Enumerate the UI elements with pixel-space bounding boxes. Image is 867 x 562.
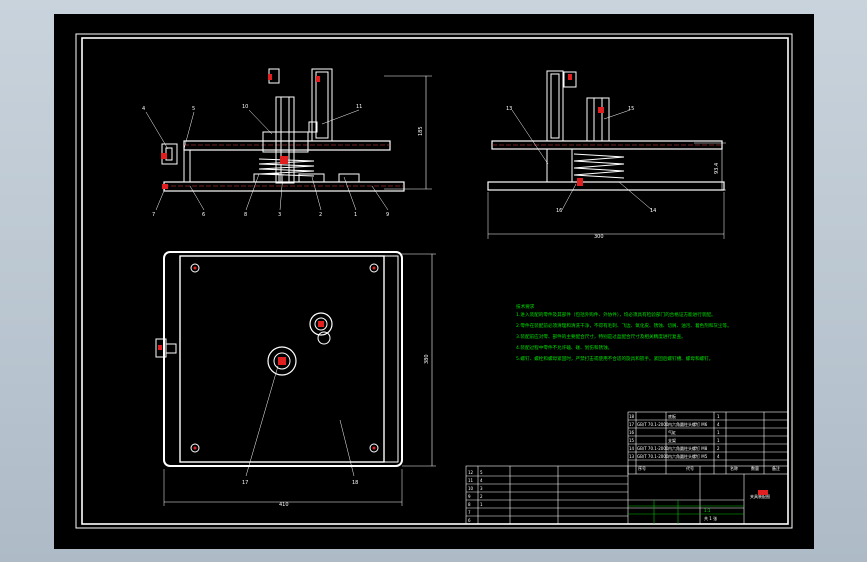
title-block-green	[628, 500, 744, 524]
part-label: 16	[556, 208, 562, 214]
bom-no: 17	[629, 422, 635, 427]
part-label: 2	[319, 212, 322, 218]
cad-drawing: 4 5 10 11 7 6 8 3 2 1 9 185	[75, 33, 793, 529]
title-block-title: 夹具装配图	[750, 493, 770, 499]
bom-header-qty: 数量	[751, 465, 759, 471]
part-label: 4	[142, 106, 145, 112]
lower-row-no: 12	[468, 470, 474, 475]
lower-row-no: 2	[480, 494, 483, 499]
dim-side-height: 93.4	[714, 163, 720, 174]
bom-code: GB/T 70.1-2000	[637, 446, 669, 451]
bom-code: GB/T 70.1-2000	[637, 454, 669, 459]
top-view-labels: 17 18 410 380	[242, 354, 430, 508]
lower-row-no: 9	[468, 494, 471, 499]
bom-no: 16	[629, 430, 635, 435]
bom-name: 内六角圆柱头螺钉 M5	[668, 453, 708, 459]
lower-row-no: 4	[480, 478, 483, 483]
bom-qty: 2	[717, 446, 720, 451]
dim-top-height: 380	[424, 354, 430, 364]
lower-row-no: 8	[468, 502, 471, 507]
title-block-text: 12 11 10 9 8 7 6 5 4 3 2 1 1:1 共 1 张 夹具装…	[468, 470, 770, 523]
note-line: 2.零件在装配前必须清理和清洗干净，不得有毛刺、飞边、氧化皮、锈蚀、切屑、油污、…	[516, 322, 732, 329]
note-line: 1.进入装配的零件及其部件（包括外购件、外协件），均必须具有检验部门的合格证方能…	[516, 311, 716, 318]
bom-name: 内六角圆柱头螺钉 M8	[668, 445, 708, 451]
lower-row-no: 6	[468, 518, 471, 523]
bom-name: 底板	[668, 413, 676, 419]
lower-row-no: 3	[480, 486, 483, 491]
note-line: 3.装配前应对零、部件的主要配合尺寸，特别是过盈配合尺寸及相关精度进行复查。	[516, 333, 686, 340]
bom-qty: 4	[717, 454, 720, 459]
bom-header-note: 备注	[772, 465, 780, 471]
bom-table	[627, 411, 789, 475]
side-view	[487, 70, 726, 239]
part-label: 7	[152, 212, 155, 218]
title-block	[465, 465, 789, 525]
front-view-marks	[161, 74, 320, 189]
bom-qty: 1	[717, 414, 720, 419]
bom-no: 14	[629, 446, 635, 451]
bom-name: 内六角圆柱头螺钉 M6	[668, 421, 708, 427]
part-label: 3	[278, 212, 281, 218]
note-line: 5.螺钉、螺栓和螺母紧固时，严禁打击或使用不合适的旋具和扳手。紧固后螺钉槽、螺母…	[516, 355, 713, 362]
bom-qty: 1	[717, 438, 720, 443]
title-block-sheet: 共 1 张	[704, 515, 717, 521]
part-label: 10	[242, 104, 248, 110]
bom-header-name: 名称	[730, 465, 738, 471]
part-label: 9	[386, 212, 389, 218]
bom-code: GB/T 70.1-2000	[637, 422, 669, 427]
dim-front-height: 185	[418, 126, 424, 136]
title-marker	[758, 490, 768, 495]
part-label: 1	[354, 212, 357, 218]
inner-frame	[81, 37, 789, 525]
dim-side-width: 300	[594, 234, 604, 240]
side-view-marks	[568, 74, 604, 186]
bom-rows: 18 底板 1 17 GB/T 70.1-2000 内六角圆柱头螺钉 M6 4 …	[629, 413, 780, 471]
bom-no: 18	[629, 414, 635, 419]
part-label: 15	[628, 106, 634, 112]
front-view-labels: 4 5 10 11 7 6 8 3 2 1 9 185	[142, 104, 424, 218]
bom-header-no: 序号	[638, 465, 646, 471]
part-label: 17	[242, 480, 248, 486]
bom-qty: 1	[717, 430, 720, 435]
part-label: 5	[192, 106, 195, 112]
note-line: 4.装配过程中零件不允许磕、碰、划伤和锈蚀。	[516, 344, 612, 351]
bom-no: 15	[629, 438, 635, 443]
cad-viewport[interactable]: 4 5 10 11 7 6 8 3 2 1 9 185	[54, 14, 814, 549]
part-label: 18	[352, 480, 358, 486]
bom-no: 13	[629, 454, 635, 459]
part-label: 13	[506, 106, 512, 112]
part-label: 11	[356, 104, 362, 110]
bom-name: 气缸	[668, 429, 676, 435]
side-view-labels: 13 15 16 14 300 93.4	[506, 106, 720, 240]
part-label: 6	[202, 212, 205, 218]
bom-name: 支架	[668, 437, 676, 443]
lower-row-no: 10	[468, 486, 474, 491]
lower-row-no: 1	[480, 502, 483, 507]
outer-frame	[75, 33, 793, 529]
technical-notes: 技术要求 1.进入装配的零件及其部件（包括外购件、外协件），均必须具有检验部门的…	[516, 303, 732, 362]
top-view-marks	[158, 266, 376, 450]
dim-top-width: 410	[279, 502, 289, 508]
lower-row-no: 5	[480, 470, 483, 475]
notes-title: 技术要求	[516, 303, 535, 310]
title-block-scale: 1:1	[704, 508, 711, 513]
front-view	[145, 68, 432, 211]
bom-header-code: 代号	[686, 465, 694, 471]
lower-row-no: 11	[468, 478, 474, 483]
part-label: 8	[244, 212, 247, 218]
part-label: 14	[650, 208, 656, 214]
top-view	[155, 251, 436, 506]
lower-row-no: 7	[468, 510, 471, 515]
bom-qty: 4	[717, 422, 720, 427]
